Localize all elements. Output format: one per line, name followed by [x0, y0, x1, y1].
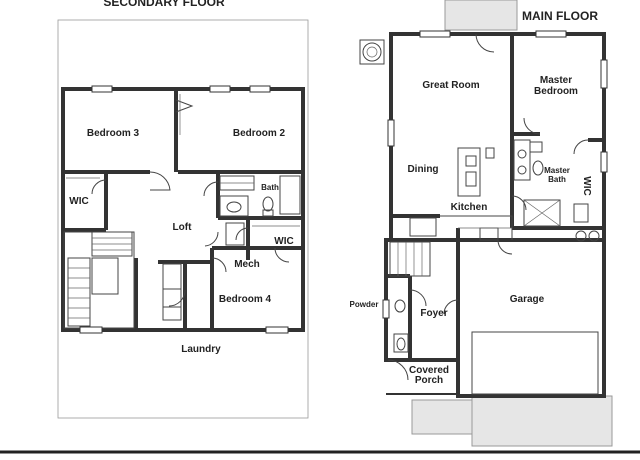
garage-label: Garage	[510, 294, 545, 305]
powder-label: Powder	[350, 300, 379, 309]
laundry-label: Laundry	[181, 344, 221, 355]
master-bedroom-label-line2: Bedroom	[534, 86, 578, 97]
main-stairs	[389, 217, 437, 277]
covered-porch-label-line1: Covered	[409, 365, 449, 376]
bedroom-3-label: Bedroom 3	[87, 128, 140, 139]
secondary-doors	[91, 99, 290, 307]
foyer-label: Foyer	[420, 308, 447, 319]
mech-label: Mech	[234, 259, 260, 270]
main-floor-heading: MAIN FLOOR	[522, 9, 598, 23]
master-bedroom-label-line1: Master	[540, 75, 572, 86]
master-bath-label-line2: Bath	[548, 175, 566, 184]
kitchen-fixtures	[440, 147, 513, 241]
wic-main-label: WIC	[581, 176, 592, 195]
wic-left-label: WIC	[69, 196, 88, 207]
rear-patio	[444, 0, 518, 31]
front-walk	[411, 399, 473, 435]
closet-rods	[66, 94, 300, 227]
secondary-floor-heading: SECONDARY FLOOR	[103, 0, 225, 9]
secondary-floor-frame	[57, 19, 309, 419]
master-bath-label-line1: Master	[544, 166, 570, 175]
dining-label: Dining	[407, 164, 438, 175]
secondary-interior-walls	[63, 89, 303, 330]
main-floor: MAIN FLOOR Great Room Master Bedroom Din…	[350, 0, 613, 447]
bedroom-2-label: Bedroom 2	[233, 128, 286, 139]
kitchen-label: Kitchen	[451, 202, 488, 213]
secondary-floor: SECONDARY FLOOR Bedroom 3 Bedroom 2 Bath…	[57, 0, 309, 419]
loft-label: Loft	[173, 222, 193, 233]
mech-unit	[225, 222, 245, 246]
garage-door	[471, 331, 599, 395]
secondary-windows	[79, 85, 289, 334]
laundry-counter	[162, 263, 182, 321]
secondary-stairs	[63, 231, 135, 329]
master-bath-fixtures	[513, 139, 600, 242]
powder-fixtures	[393, 299, 409, 353]
covered-porch-label-line2: Porch	[415, 375, 443, 386]
bath-label: Bath	[261, 183, 279, 192]
secondary-bath-fixtures	[219, 175, 301, 217]
driveway	[471, 395, 613, 447]
wic-right-label: WIC	[274, 236, 293, 247]
bedroom-4-label: Bedroom 4	[219, 294, 272, 305]
main-doors	[387, 33, 589, 381]
great-room-label: Great Room	[422, 80, 479, 91]
laundry-washer	[162, 288, 182, 308]
main-windows	[382, 30, 608, 319]
ac-unit-icon	[359, 39, 385, 65]
